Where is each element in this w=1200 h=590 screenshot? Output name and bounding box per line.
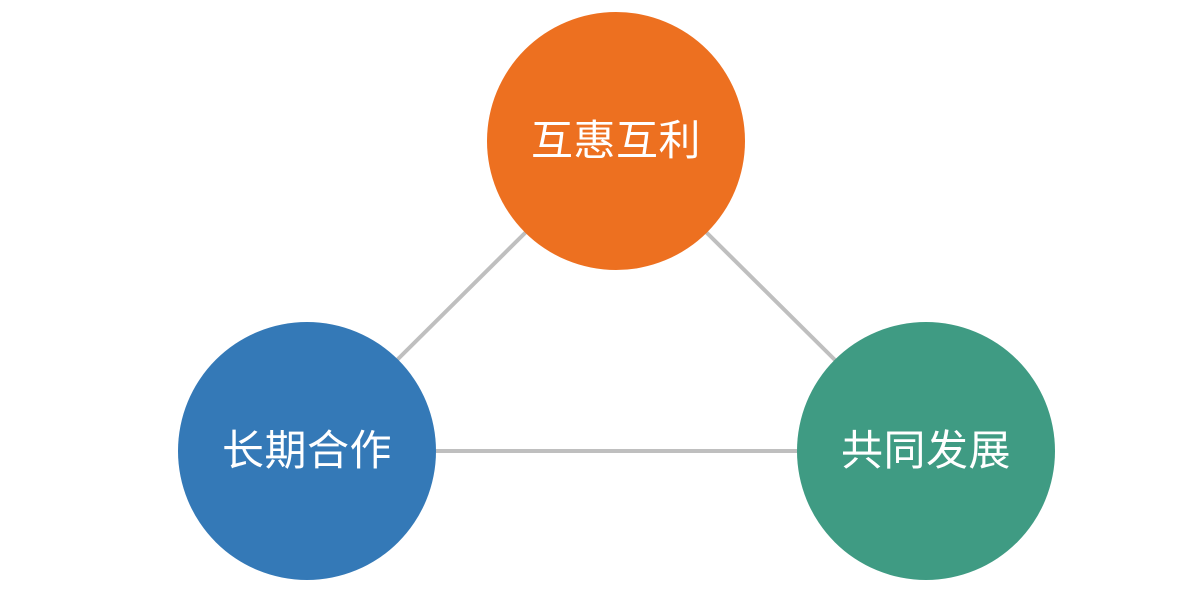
node-label-top: 互惠互利	[530, 117, 701, 164]
node-circle-top[interactable]: 互惠互利	[487, 12, 745, 270]
node-circle-left[interactable]: 长期合作	[178, 322, 436, 580]
node-label-right: 共同发展	[840, 427, 1011, 474]
node-label-left: 长期合作	[221, 427, 392, 474]
connector-left-top	[395, 230, 528, 362]
connector-top-right	[704, 230, 838, 363]
node-circle-right[interactable]: 共同发展	[797, 322, 1055, 580]
